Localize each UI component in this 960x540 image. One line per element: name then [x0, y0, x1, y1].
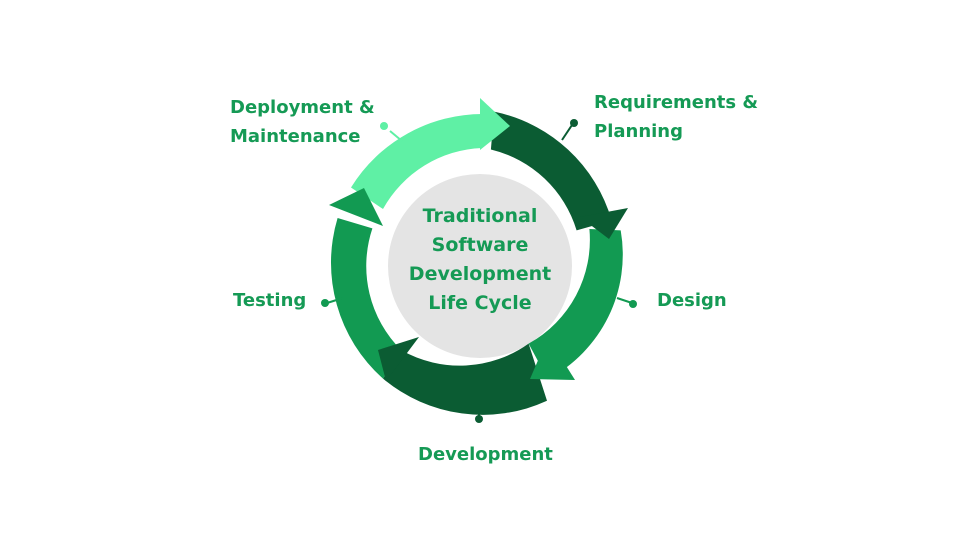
center-title-line-2: Software — [431, 234, 529, 256]
center-title-line-3: Development — [408, 263, 552, 285]
segment-requirements — [490, 111, 612, 231]
segment-testing — [330, 218, 402, 379]
label-design: Design — [657, 286, 727, 315]
dot-deployment — [380, 122, 388, 130]
label-requirements-line-2: Planning — [594, 121, 684, 142]
center-title-line-4: Life Cycle — [428, 292, 532, 314]
segment-development — [383, 343, 547, 415]
label-testing: Testing — [233, 286, 306, 315]
label-development: Development — [418, 440, 553, 469]
arrowhead-design — [530, 337, 575, 380]
label-design-text: Design — [657, 290, 727, 311]
arrowhead-deployment — [480, 98, 510, 150]
arrowhead-development — [378, 337, 419, 381]
label-requirements: Requirements & Planning — [594, 88, 758, 146]
arrowhead-requirements — [580, 208, 628, 239]
label-development-text: Development — [418, 444, 553, 465]
center-title: Traditional Software Development Life Cy… — [390, 202, 570, 318]
dot-design — [629, 300, 637, 308]
label-deployment: Deployment & Maintenance — [230, 93, 375, 151]
segment-design — [528, 229, 623, 380]
dot-requirements — [570, 119, 578, 127]
label-testing-text: Testing — [233, 290, 307, 311]
center-title-line-1: Traditional — [422, 205, 538, 227]
label-requirements-line-1: Requirements & — [594, 92, 759, 113]
label-deployment-line-1: Deployment & — [230, 97, 375, 118]
dot-development — [475, 415, 483, 423]
inner-circle — [388, 174, 572, 358]
segment-deployment — [351, 113, 484, 209]
label-deployment-line-2: Maintenance — [230, 126, 361, 147]
arrowhead-testing — [329, 188, 383, 226]
dot-testing — [321, 299, 329, 307]
